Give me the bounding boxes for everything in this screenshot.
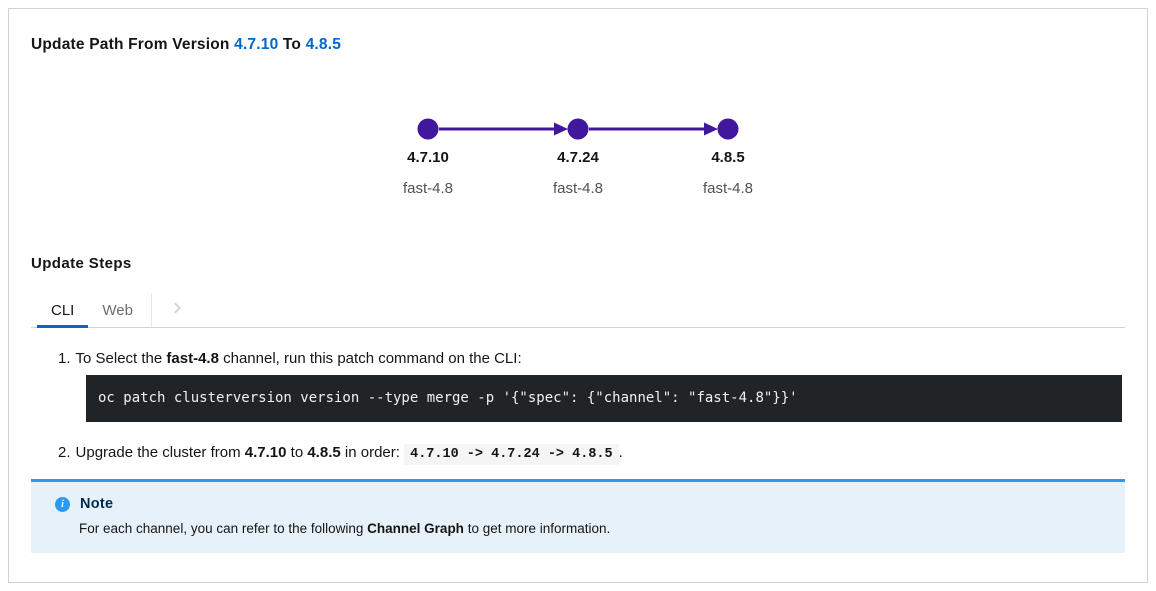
step-1-channel: fast-4.8 bbox=[166, 350, 219, 367]
to-version-value: 4.8.5 bbox=[305, 36, 342, 53]
step-2-text-pre: Upgrade the cluster from bbox=[75, 444, 245, 461]
step-1: 1.To Select the fast-4.8 channel, run th… bbox=[58, 350, 1125, 367]
tab-divider bbox=[150, 293, 152, 327]
graph-node-2 bbox=[567, 118, 589, 140]
from-version-value: 4.7.10 bbox=[234, 36, 279, 53]
upgrade-order-path: 4.7.10 -> 4.7.24 -> 4.8.5 bbox=[404, 444, 619, 465]
tabs: CLI Web bbox=[31, 293, 1125, 328]
graph-node-1-labels: 4.7.10 fast-4.8 bbox=[353, 149, 503, 197]
note-body: For each channel, you can refer to the f… bbox=[79, 521, 1101, 537]
note-header: i Note bbox=[55, 496, 1101, 512]
tab-cli[interactable]: CLI bbox=[37, 293, 89, 328]
step-2-from-version: 4.7.10 bbox=[244, 444, 287, 461]
step-2-text-post: in order: bbox=[340, 444, 405, 461]
step-2: 2.Upgrade the cluster from 4.7.10 to 4.8… bbox=[58, 444, 1125, 465]
node-version: 4.7.10 bbox=[407, 149, 449, 166]
patch-command: oc patch clusterversion version --type m… bbox=[98, 390, 798, 406]
graph-node-1 bbox=[417, 118, 439, 140]
step-2-number: 2. bbox=[58, 444, 71, 461]
node-channel: fast-4.8 bbox=[402, 180, 454, 197]
page-title: Update Path From Version 4.7.10 To 4.8.5 bbox=[31, 35, 1125, 55]
step-1-text-pre: To Select the bbox=[75, 350, 167, 367]
info-icon: i bbox=[55, 496, 70, 512]
update-path-graph: 4.7.10 fast-4.8 4.7.24 fast-4.8 4.8.5 fa… bbox=[353, 109, 803, 197]
note-alert: i Note For each channel, you can refer t… bbox=[31, 479, 1125, 553]
graph-node-3-labels: 4.8.5 fast-4.8 bbox=[653, 149, 803, 197]
step-2-suffix: . bbox=[618, 444, 623, 461]
step-2-to-version: 4.8.5 bbox=[307, 444, 341, 461]
graph-labels: 4.7.10 fast-4.8 4.7.24 fast-4.8 4.8.5 fa… bbox=[353, 149, 803, 197]
title-text-pre: Update Path From Version bbox=[31, 36, 235, 53]
graph-edges bbox=[417, 118, 739, 140]
note-title: Note bbox=[80, 496, 114, 512]
node-version: 4.7.24 bbox=[557, 149, 599, 166]
update-steps-heading: Update Steps bbox=[31, 255, 132, 272]
tab-web-label: Web bbox=[102, 301, 133, 319]
note-text-pre: For each channel, you can refer to the f… bbox=[79, 521, 368, 536]
code-block: oc patch clusterversion version --type m… bbox=[86, 375, 1122, 422]
update-path-card: Update Path From Version 4.7.10 To 4.8.5… bbox=[8, 8, 1148, 583]
node-channel: fast-4.8 bbox=[552, 180, 604, 197]
chevron-right-icon bbox=[170, 301, 184, 320]
tab-scroll-right-button[interactable] bbox=[152, 293, 202, 327]
step-1-number: 1. bbox=[58, 350, 71, 367]
step-2-text-mid: to bbox=[286, 444, 308, 461]
note-text-post: to get more information. bbox=[463, 521, 611, 536]
update-steps-list: 1.To Select the fast-4.8 channel, run th… bbox=[58, 350, 1125, 465]
tab-cli-label: CLI bbox=[51, 301, 75, 319]
tab-web[interactable]: Web bbox=[88, 293, 147, 327]
node-channel: fast-4.8 bbox=[702, 180, 754, 197]
graph-node-3 bbox=[717, 118, 739, 140]
node-version: 4.8.5 bbox=[711, 149, 745, 166]
graph-node-2-labels: 4.7.24 fast-4.8 bbox=[503, 149, 653, 197]
title-text-mid: To bbox=[278, 36, 306, 53]
note-channel-graph: Channel Graph bbox=[367, 521, 464, 536]
step-1-text-post: channel, run this patch command on the C… bbox=[218, 350, 522, 367]
